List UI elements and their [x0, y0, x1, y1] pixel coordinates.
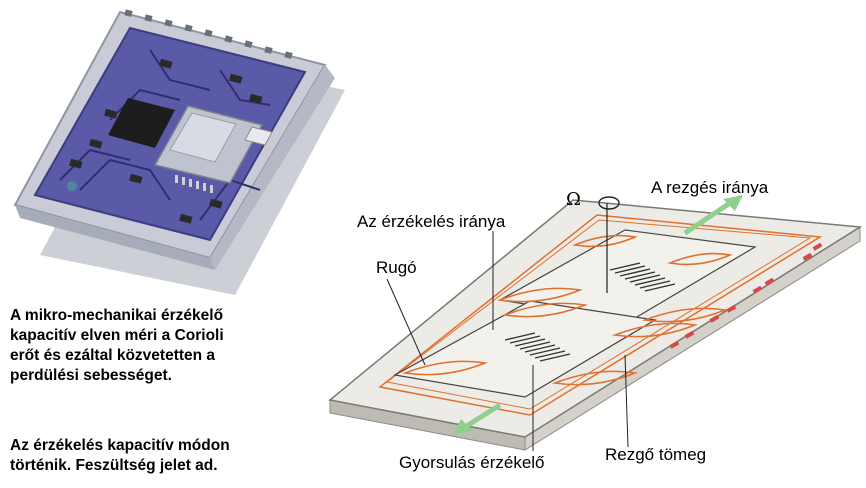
- sensor-structure-diagram: [328, 195, 863, 451]
- omega-label: Ω: [566, 189, 581, 210]
- vibration-direction-label: A rezgés iránya: [651, 178, 769, 197]
- description-paragraph-2: Az érzékelés kapacitív módon történik. F…: [10, 436, 300, 476]
- description-line: A mikro-mechanikai érzékelő: [10, 307, 224, 324]
- lower-vibrating-mass: [393, 300, 657, 398]
- description-line: kapacitív elven méri a Corioli: [10, 327, 224, 344]
- vibration-arrow: [453, 195, 743, 435]
- description-paragraph-1: A mikro-mechanikai érzékelő kapacitív el…: [10, 306, 300, 386]
- description-line: történik. Feszültség jelet ad.: [10, 457, 218, 474]
- vibrating-mass-label: Rezgő tömeg: [605, 445, 707, 464]
- chip-image: [13, 9, 345, 295]
- spring-label: Rugó: [376, 258, 417, 277]
- description-line: Az érzékelés kapacitív módon: [10, 437, 230, 454]
- lower-comb-sensor: [504, 332, 571, 362]
- sensing-direction-label: Az érzékelés iránya: [357, 212, 506, 231]
- rotation-icon: [598, 196, 620, 210]
- description-line: perdülési sebességet.: [10, 367, 172, 384]
- description-line: erőt és ezáltal közvetetten a: [10, 347, 216, 364]
- acceleration-sensor-label: Gyorsulás érzékelő: [399, 453, 545, 472]
- upper-comb-sensor: [609, 262, 676, 292]
